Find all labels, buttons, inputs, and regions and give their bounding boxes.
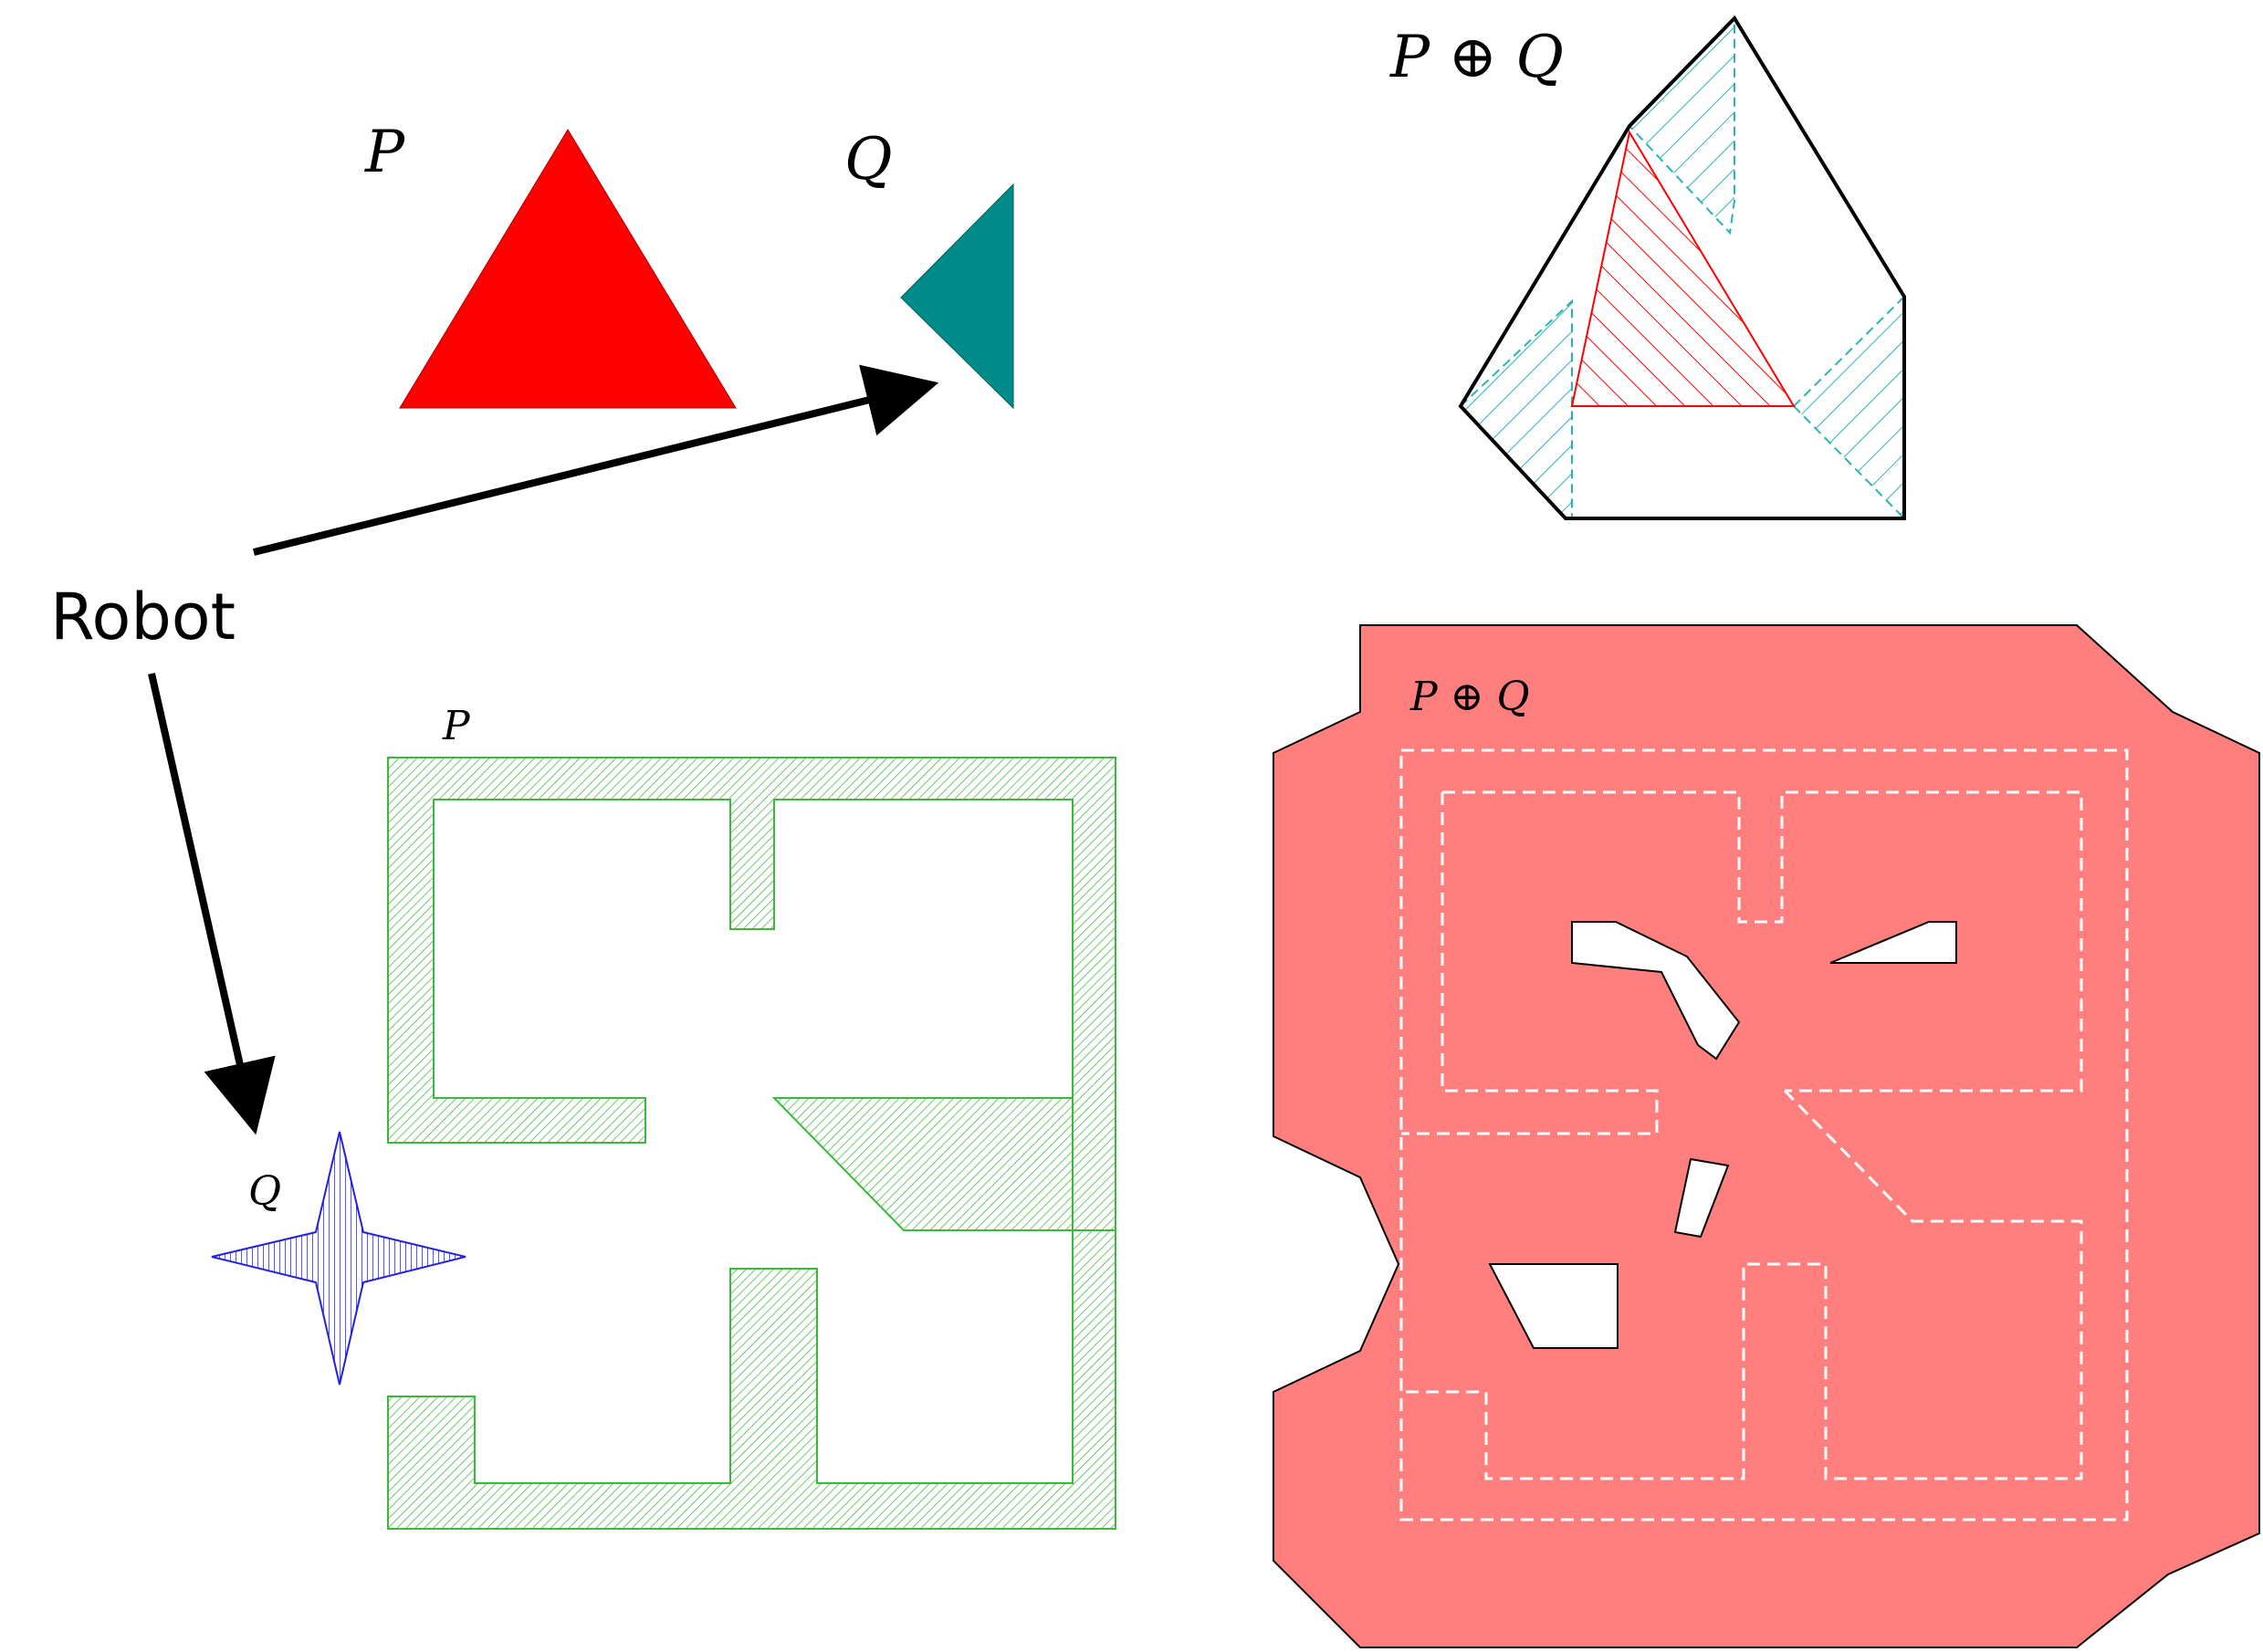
sum-p-region [1570, 130, 1796, 407]
top-example: P Q [364, 119, 1014, 410]
robot-label: Robot [50, 580, 236, 654]
sum-outline [1458, 15, 1906, 520]
top-q-label: Q [844, 126, 892, 193]
star-q [211, 1131, 466, 1385]
cspace-region [1273, 624, 2260, 1648]
bottom-p-label: P [442, 703, 471, 749]
arrow-to-star-q [148, 673, 276, 1135]
bottom-cspace: P ⊕ Q [1273, 624, 2260, 1648]
dashed-inner-left [1442, 790, 2083, 1093]
top-sum-label: P ⊕ Q [1389, 24, 1564, 91]
dashed-inner-left-lower [1401, 792, 1659, 1135]
bottom-sum-label: P ⊕ Q [1409, 674, 1530, 720]
sum-q-region-top [1628, 16, 1735, 235]
cspace-dashed-paths [1399, 748, 2129, 1521]
maze-wedge [771, 1097, 1074, 1231]
sum-q-region-left [1459, 298, 1573, 519]
bottom-maze-p: P [387, 703, 1116, 1530]
triangle-p [399, 129, 737, 409]
triangle-q [900, 183, 1014, 410]
maze-wall-right-lower [387, 1229, 1116, 1530]
top-p-label: P [364, 119, 405, 186]
top-minkowski-sum: P ⊕ Q [1389, 15, 1906, 521]
bottom-robot-q: Q [211, 1131, 466, 1385]
bottom-q-label: Q [248, 1168, 281, 1215]
arrow-to-triangle-q [253, 364, 939, 556]
dashed-outer [1399, 748, 2129, 1521]
sum-q-region-right [1792, 294, 1905, 521]
robot-callout: Robot [50, 364, 939, 1135]
